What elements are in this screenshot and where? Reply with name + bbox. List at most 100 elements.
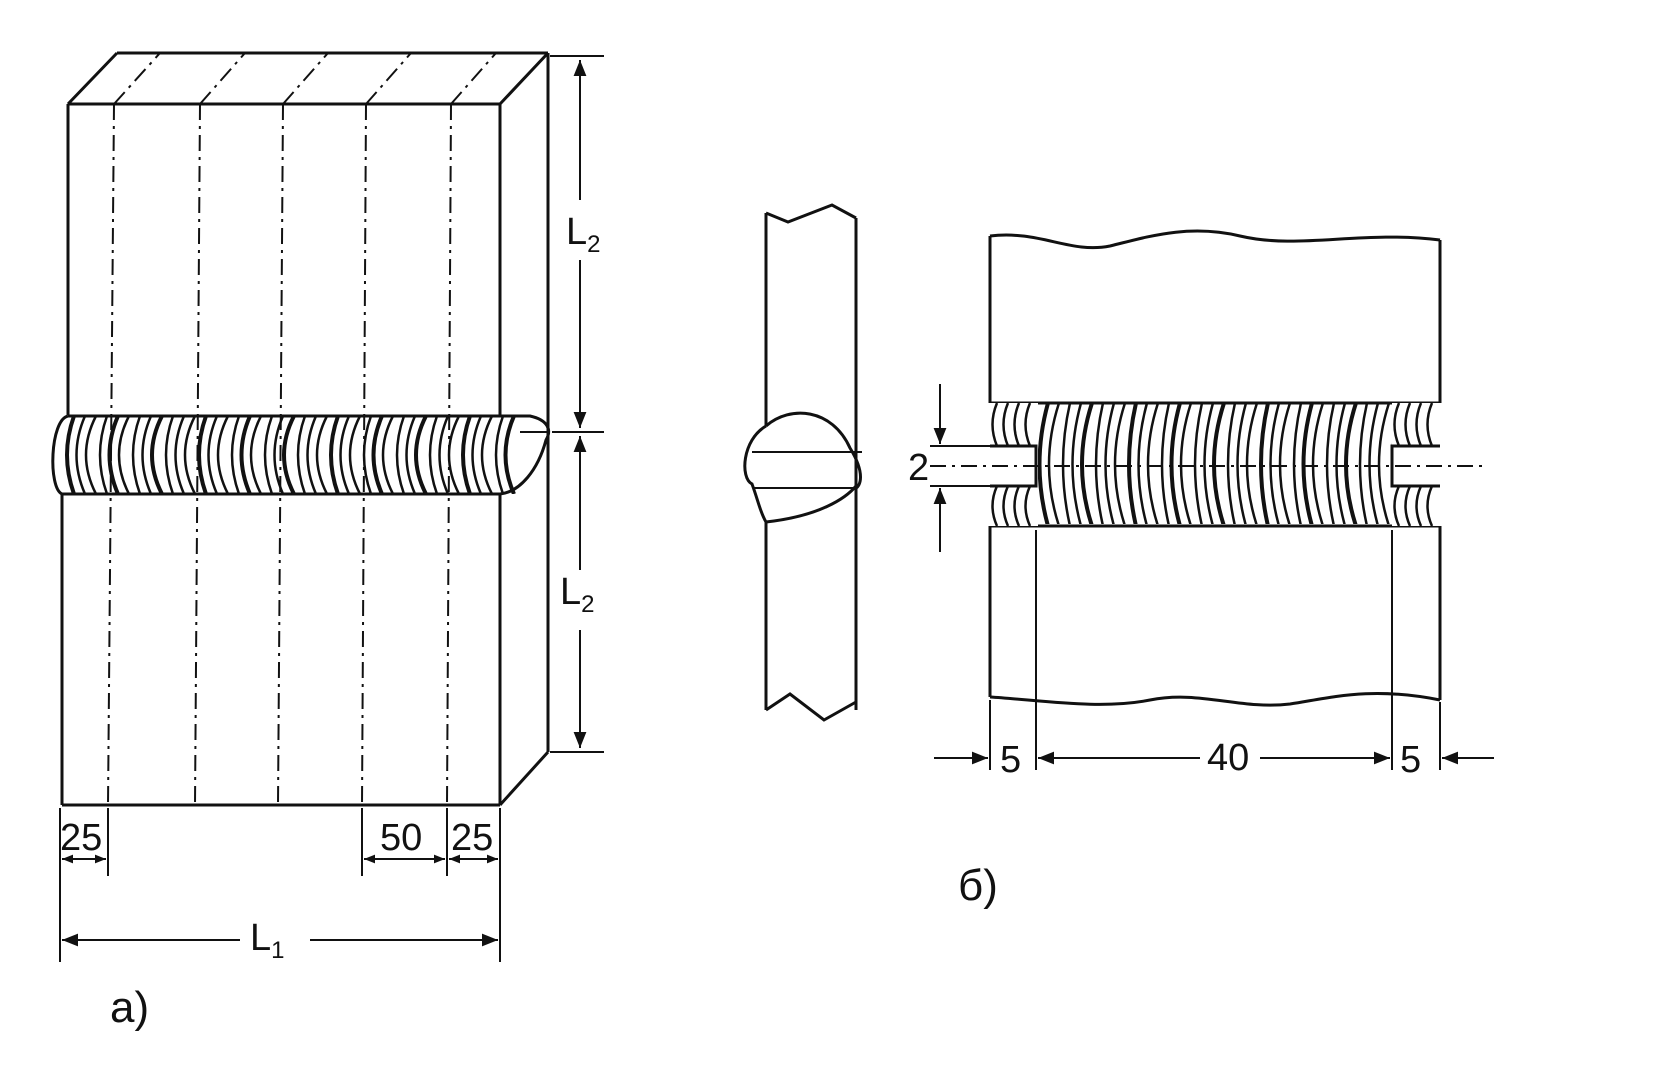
dim-l2-lower-label: L2 [560,571,595,618]
weld-ripple [84,415,98,494]
weld-ripple [1226,402,1237,524]
dim-l2-upper: L2 [550,55,620,433]
dim-edge-left-label: 25 [60,817,102,859]
weld-ripple [494,415,505,494]
weld-ripple [362,415,373,494]
weld-ripple [1344,402,1358,524]
weld-ripple [1179,402,1193,524]
weld-ripple [991,402,999,447]
weld-ripple [471,415,483,494]
dim-notch-label: 2 [908,447,929,489]
weld-ripple [1071,402,1083,524]
weld-ripple [461,415,472,494]
weld-ripple [1245,402,1259,524]
weld-ripple [1127,402,1138,524]
weld-ripple [1358,402,1369,524]
weld-ripple [1137,402,1149,524]
weld-ripple [1024,485,1032,527]
weld-ripple [1426,485,1434,527]
weld-ripple [1311,402,1325,524]
weld-ripple [447,415,461,494]
weld-ripple [141,415,153,494]
weld-ripple [117,415,131,494]
weld-ripple [339,415,351,494]
dim-l2-lower: L2 [550,436,620,753]
weld-ripple [1377,402,1391,524]
dim-spacing-label: 50 [380,817,422,859]
cross-section [743,203,862,722]
weld-ripple [1113,402,1127,524]
notched-specimen [930,229,1484,707]
weld-ripple [296,415,307,494]
caption-a: а) [110,983,149,1032]
weld-ripple [1259,402,1270,524]
weld-ripple [75,415,87,494]
weld-ripple [1368,402,1380,524]
caption-b: б) [958,861,998,910]
weld-ripple [239,415,252,494]
weld-ripple [329,415,340,494]
weld-ripple [480,415,494,494]
weld-ripple [438,415,450,494]
plate-outline [60,51,550,807]
weld-ripple [1325,402,1336,524]
weld-ripple [381,415,395,494]
panel-b: 2 5 40 5 б) [743,203,1494,910]
weld-ripple [1094,402,1105,524]
weld-ripple [65,415,76,494]
weld-ripple [263,415,274,494]
weld-ripple [414,415,428,494]
weld-ripple [1335,402,1347,524]
weld-ripple [107,415,120,494]
weld-ripple [1002,485,1010,527]
dim-l1-label: L1 [250,917,285,964]
weld-ripple [1193,402,1204,524]
dim-margin-left-label: 5 [1000,739,1021,781]
weld-ripple [1415,485,1423,527]
weld-ripple [1024,402,1032,447]
weld-ripple [306,415,318,494]
weld-ripple [1212,402,1226,524]
weld-ripple [1169,402,1182,524]
weld-ripple [1061,402,1072,524]
weld-ripple [1404,485,1412,527]
weld-ripple [183,415,197,494]
dim-margin-right-label: 5 [1400,739,1421,781]
weld-ripple [1047,402,1061,524]
weld-ripple [1393,485,1401,527]
weld-ripple [1269,402,1281,524]
weld-ripple [131,415,142,494]
dim-margins: 5 40 5 [934,530,1494,781]
weld-ripple [405,415,417,494]
dim-center-label: 40 [1207,737,1249,779]
weld-seam [51,414,551,496]
weld-ripple [164,415,175,494]
weld-ripple [1404,402,1412,447]
weld-ripple [315,415,329,494]
weld-ripple [1278,402,1292,524]
weld-ripple [503,415,516,494]
weld-ripple [282,415,296,494]
weld-ripple [150,415,164,494]
weld-ripple [207,415,219,494]
weld-ripple [1301,402,1314,524]
weld-ripple [1104,402,1116,524]
weld-ripple [1002,402,1010,447]
weld-ripple [1415,402,1423,447]
weld-ripple [197,415,208,494]
dim-l2-upper-label: L2 [566,211,601,258]
panel-a: L2 L2 25 50 25 L1 [51,51,620,1032]
weld-ripple [216,415,230,494]
weld-ripple [249,415,263,494]
weld-ripple [348,415,362,494]
dim-bottom: 25 50 25 L1 [59,808,501,964]
weld-ripple [1426,402,1434,447]
cut-lines [107,103,452,806]
weld-ripple [230,415,241,494]
weld-ripple [1037,402,1050,524]
weld-ripple [991,485,999,527]
weld-ripple [428,415,439,494]
weld-ripple [1160,402,1171,524]
weld-ripple [371,415,384,494]
weld-ripple [1080,402,1094,524]
